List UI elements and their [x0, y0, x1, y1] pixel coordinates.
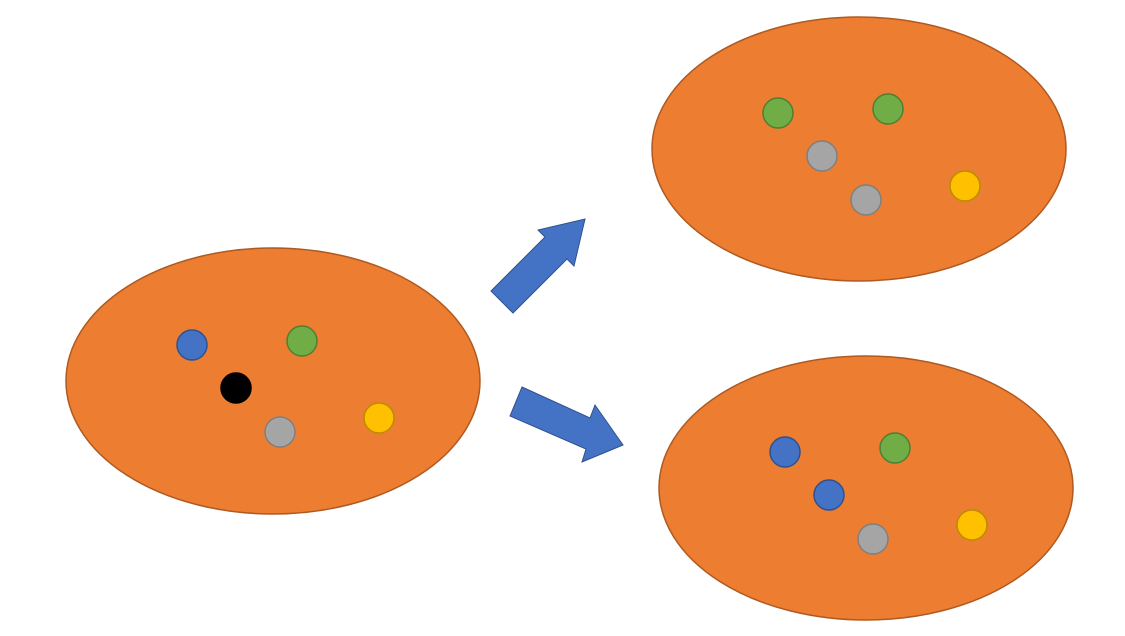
arrow-down-right-icon — [509, 386, 624, 463]
marble-black — [220, 372, 252, 404]
marble-gray — [264, 416, 296, 448]
marble-gray — [850, 184, 882, 216]
upper-marbles — [762, 93, 981, 216]
source-group — [65, 247, 481, 515]
marble-gray — [806, 140, 838, 172]
marble-blue — [176, 329, 208, 361]
marble-yellow — [363, 402, 395, 434]
upper-ellipse — [651, 16, 1067, 282]
marble-blue — [769, 436, 801, 468]
source-marbles — [176, 325, 395, 448]
arrow-to-upper-group — [490, 218, 586, 314]
lower-group — [658, 355, 1074, 621]
marble-gray — [857, 523, 889, 555]
upper-group — [651, 16, 1067, 282]
marble-green — [762, 97, 794, 129]
marble-green — [286, 325, 318, 357]
arrow-to-lower-group — [509, 386, 624, 463]
marble-yellow — [949, 170, 981, 202]
marble-green — [872, 93, 904, 125]
arrow-up-right-icon — [490, 218, 586, 314]
lower-ellipse — [658, 355, 1074, 621]
source-ellipse — [65, 247, 481, 515]
marble-blue — [813, 479, 845, 511]
marble-green — [879, 432, 911, 464]
lower-marbles — [769, 432, 988, 555]
marble-yellow — [956, 509, 988, 541]
